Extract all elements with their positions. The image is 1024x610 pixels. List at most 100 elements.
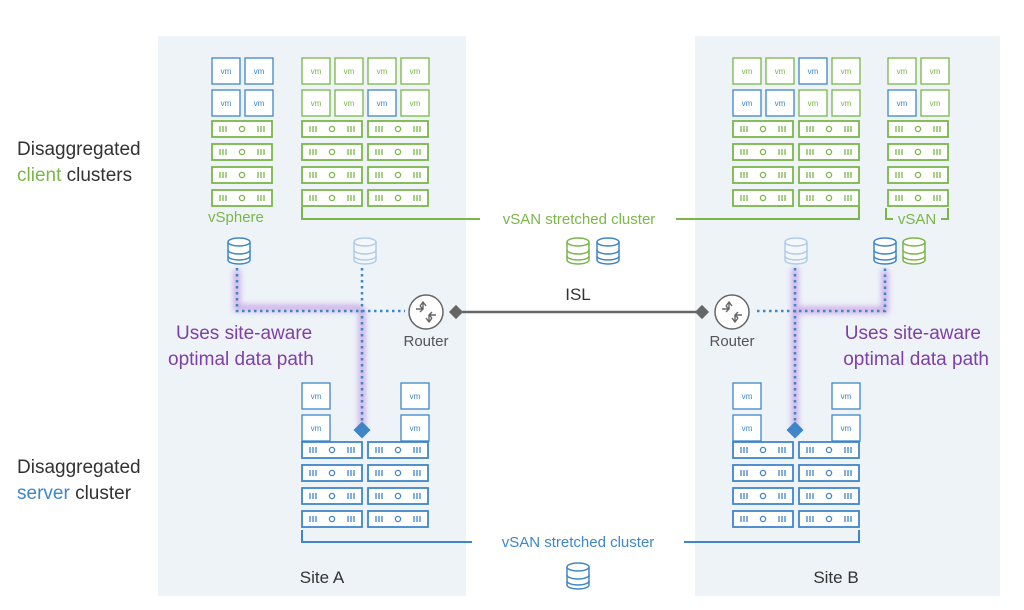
svg-text:vm: vm <box>311 99 322 108</box>
vm-icon: vm <box>920 89 950 117</box>
vm-icon: vm <box>887 89 917 117</box>
vm-icon: vm <box>831 89 861 117</box>
server-label-line2: server cluster <box>17 483 132 504</box>
svg-text:vm: vm <box>377 67 388 76</box>
server-unit <box>732 166 794 184</box>
server-unit <box>211 189 273 207</box>
datastore-vsphere-icon <box>227 237 251 265</box>
svg-text:vm: vm <box>311 392 322 401</box>
vm-icon: vm <box>798 89 828 117</box>
path-b-label-line2: optimal data path <box>843 349 989 370</box>
svg-text:vm: vm <box>742 99 753 108</box>
vsphere-label: vSphere <box>208 209 264 226</box>
server-unit <box>732 510 794 528</box>
svg-text:vm: vm <box>841 99 852 108</box>
svg-text:vm: vm <box>410 99 421 108</box>
router-b-icon <box>714 294 750 330</box>
server-unit <box>887 166 949 184</box>
svg-text:vm: vm <box>897 67 908 76</box>
svg-text:vm: vm <box>742 392 753 401</box>
server-unit <box>211 143 273 161</box>
server-unit <box>367 166 429 184</box>
server-unit <box>301 464 363 482</box>
vsan-label: vSAN <box>898 211 936 228</box>
datastore-faded-b-icon <box>784 237 808 265</box>
vm-icon: vm <box>400 89 430 117</box>
server-unit <box>798 441 860 459</box>
path-a-label-line2: optimal data path <box>168 349 314 370</box>
vm-icon: vm <box>334 57 364 85</box>
svg-text:vm: vm <box>311 424 322 433</box>
server-unit <box>301 487 363 505</box>
vm-icon: vm <box>798 57 828 85</box>
svg-text:vm: vm <box>410 392 421 401</box>
server-unit <box>798 166 860 184</box>
server-unit <box>301 143 363 161</box>
server-unit <box>367 120 429 138</box>
vm-icon: vm <box>920 57 950 85</box>
svg-text:vm: vm <box>930 67 941 76</box>
server-unit <box>367 464 429 482</box>
vm-icon: vm <box>244 89 274 117</box>
path-a-label-line1: Uses site-aware <box>176 323 312 344</box>
svg-text:vm: vm <box>344 67 355 76</box>
server-unit <box>798 120 860 138</box>
server-unit <box>301 189 363 207</box>
client-stretched-label: vSAN stretched cluster <box>503 211 656 228</box>
vm-icon: vm <box>334 89 364 117</box>
server-unit <box>301 120 363 138</box>
svg-text:vm: vm <box>254 99 265 108</box>
svg-text:vm: vm <box>377 99 388 108</box>
path-b-label-line1: Uses site-aware <box>845 323 981 344</box>
client-label-line1: Disaggregated <box>17 139 141 160</box>
vsan-bracket-right <box>941 208 949 220</box>
vm-icon: vm <box>301 414 331 442</box>
svg-text:vm: vm <box>930 99 941 108</box>
vm-icon: vm <box>211 89 241 117</box>
isl-end-a <box>448 304 464 320</box>
client-host-racks: vmvmvmvmvmvmvmvmvmvmvmvmvmvmvmvmvmvmvmvm… <box>211 57 950 207</box>
path-endpoint-a <box>353 421 371 439</box>
svg-text:vm: vm <box>742 67 753 76</box>
server-unit <box>887 189 949 207</box>
server-unit <box>367 487 429 505</box>
svg-text:vm: vm <box>841 424 852 433</box>
svg-text:vm: vm <box>311 67 322 76</box>
vm-icon: vm <box>732 382 762 410</box>
vm-icon: vm <box>831 414 861 442</box>
vm-icon: vm <box>765 89 795 117</box>
router-a-label: Router <box>403 333 448 350</box>
server-unit <box>798 510 860 528</box>
server-unit <box>798 487 860 505</box>
server-stretched-bracket-right <box>684 530 860 543</box>
client-label-line2: client clusters <box>17 165 132 186</box>
server-unit <box>732 189 794 207</box>
svg-text:vm: vm <box>410 424 421 433</box>
client-stretched-bracket-right <box>676 207 860 220</box>
datastore-faded-a-icon <box>353 237 377 265</box>
server-unit <box>732 464 794 482</box>
site-b-label: Site B <box>813 568 858 587</box>
router-b-label: Router <box>709 333 754 350</box>
server-unit <box>367 189 429 207</box>
vm-icon: vm <box>400 382 430 410</box>
server-unit <box>301 166 363 184</box>
server-unit <box>887 120 949 138</box>
svg-text:vm: vm <box>775 67 786 76</box>
datastore-client-blue-icon <box>596 237 620 265</box>
svg-text:vm: vm <box>221 99 232 108</box>
server-unit <box>887 143 949 161</box>
vm-icon: vm <box>732 89 762 117</box>
vm-icon: vm <box>400 57 430 85</box>
vm-icon: vm <box>301 57 331 85</box>
server-unit <box>367 510 429 528</box>
path-endpoint-b <box>786 421 804 439</box>
vm-icon: vm <box>301 382 331 410</box>
server-unit <box>301 510 363 528</box>
datastore-vsan-green-icon <box>902 237 926 265</box>
vm-icon: vm <box>732 57 762 85</box>
vm-icon: vm <box>831 57 861 85</box>
server-unit <box>211 166 273 184</box>
